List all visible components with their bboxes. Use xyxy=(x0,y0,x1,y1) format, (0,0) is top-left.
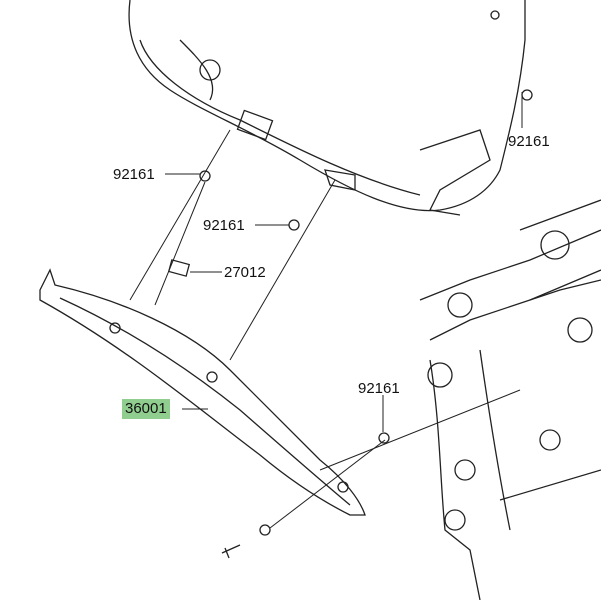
part-number-label: 27012 xyxy=(224,264,266,281)
pad-part xyxy=(167,259,191,277)
part-number-label: 92161 xyxy=(508,133,550,150)
side-cover-part xyxy=(39,268,366,516)
part-number-label: 92161 xyxy=(113,166,155,183)
frame xyxy=(419,199,601,600)
leader-lines xyxy=(129,92,523,529)
washers xyxy=(167,170,390,559)
fuel-tank-cover xyxy=(128,0,533,216)
part-number-label: 92161 xyxy=(203,217,245,234)
highlighted-part-number-label[interactable]: 36001 xyxy=(122,399,170,419)
part-number-label: 92161 xyxy=(358,380,400,397)
